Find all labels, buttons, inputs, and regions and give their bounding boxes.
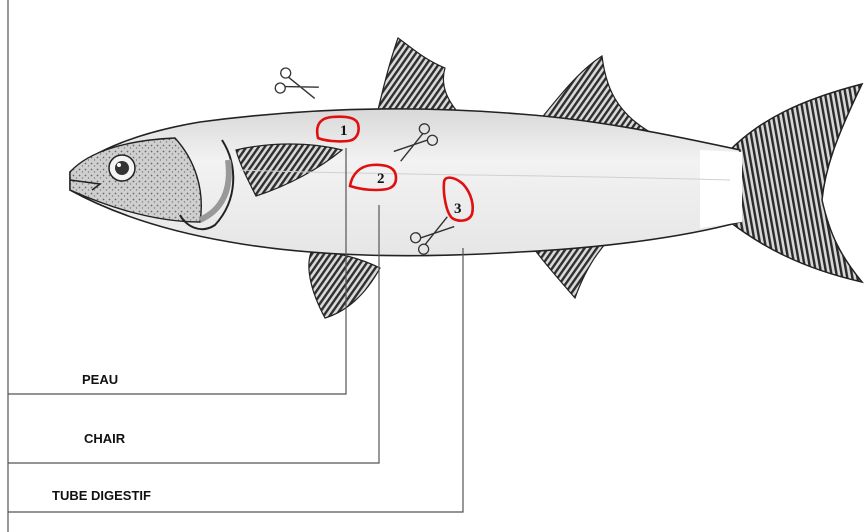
marker-1-number: 1: [340, 123, 348, 139]
marker-3-number: 3: [454, 201, 462, 217]
scissors-icon: [274, 67, 321, 105]
fish-illustration: [70, 38, 862, 318]
fish-head: [70, 138, 201, 222]
leader-line-gut: [8, 248, 463, 512]
eye-pupil: [115, 161, 129, 175]
pelvic-fin: [309, 250, 380, 318]
label-skin: PEAU: [82, 372, 118, 387]
label-flesh: CHAIR: [84, 431, 126, 446]
dorsal-fin: [378, 38, 456, 110]
eye-highlight: [117, 163, 121, 167]
caudal-peduncle: [700, 150, 742, 228]
marker-2-number: 2: [377, 171, 385, 187]
label-gut: TUBE DIGESTIF: [52, 488, 151, 503]
tail-fin: [730, 84, 862, 282]
